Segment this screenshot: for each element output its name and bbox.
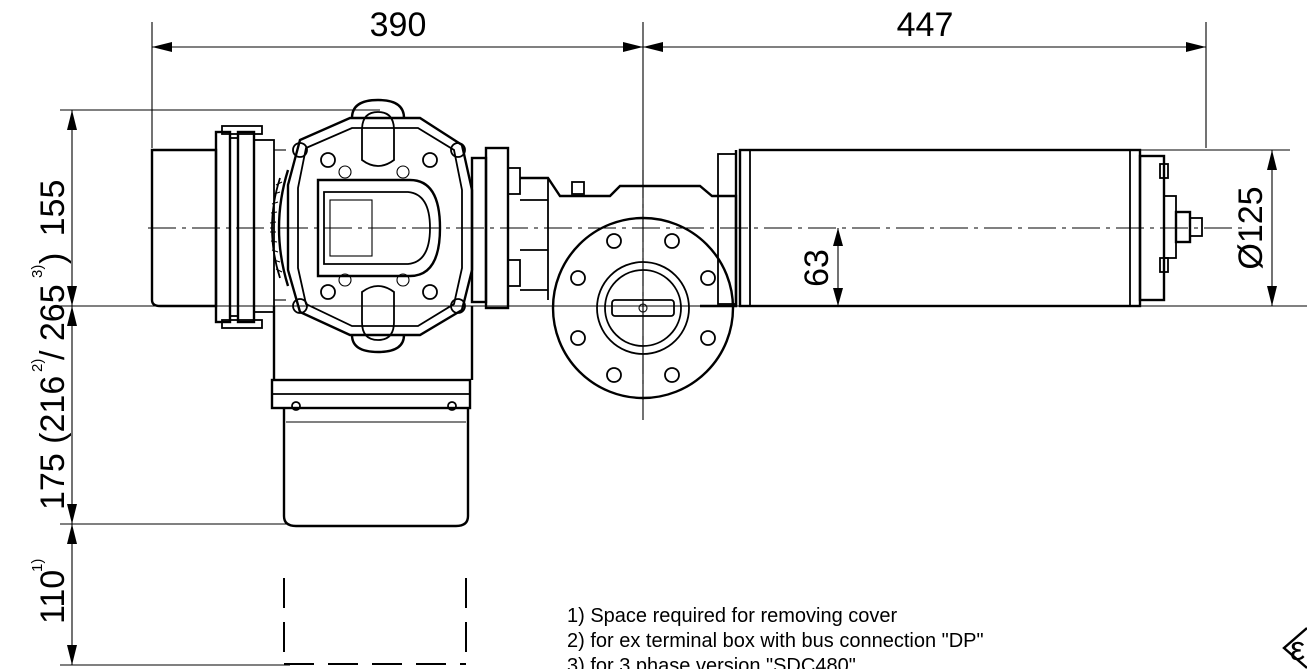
dim-width-left: 390 xyxy=(370,6,427,44)
cover-removal-space xyxy=(283,578,467,665)
main-housing xyxy=(269,98,521,354)
dim-sup-1: 1) xyxy=(29,559,46,572)
dim-motor-diameter: Ø125 xyxy=(1232,186,1270,269)
terminal-box xyxy=(270,306,474,528)
footnotes: 1) Space required for removing cover 2) … xyxy=(567,605,984,669)
dim-width-right: 447 xyxy=(897,6,954,44)
dim-height-top: 155 xyxy=(34,180,72,237)
dim-sup-3: 3) xyxy=(29,265,46,278)
left-cover xyxy=(150,125,286,329)
gearbox xyxy=(520,150,738,400)
center-lines xyxy=(148,170,1245,400)
dim-shaft-offset: 63 xyxy=(798,249,836,287)
motor xyxy=(738,148,1203,308)
ex-symbol: ε xyxy=(1290,630,1305,668)
dim-height-bottom: 175 (216 xyxy=(34,376,72,510)
dimension-labels: 390 447 155 175 (216 2) / 265 3) ) 110 1… xyxy=(29,6,1270,624)
footnote-1: 1) Space required for removing cover xyxy=(567,605,897,627)
dim-height-end: ) xyxy=(34,253,72,264)
ex-mark: ε xyxy=(1282,627,1307,669)
footnote-3: 3) for 3 phase version "SDC480" xyxy=(567,655,856,669)
dim-sup-2: 2) xyxy=(29,359,46,372)
dim-cover-space: 110 xyxy=(34,570,72,624)
footnote-2: 2) for ex terminal box with bus connecti… xyxy=(567,630,984,652)
dimension-lines xyxy=(60,22,1307,666)
dim-height-mid: / 265 xyxy=(34,284,72,360)
